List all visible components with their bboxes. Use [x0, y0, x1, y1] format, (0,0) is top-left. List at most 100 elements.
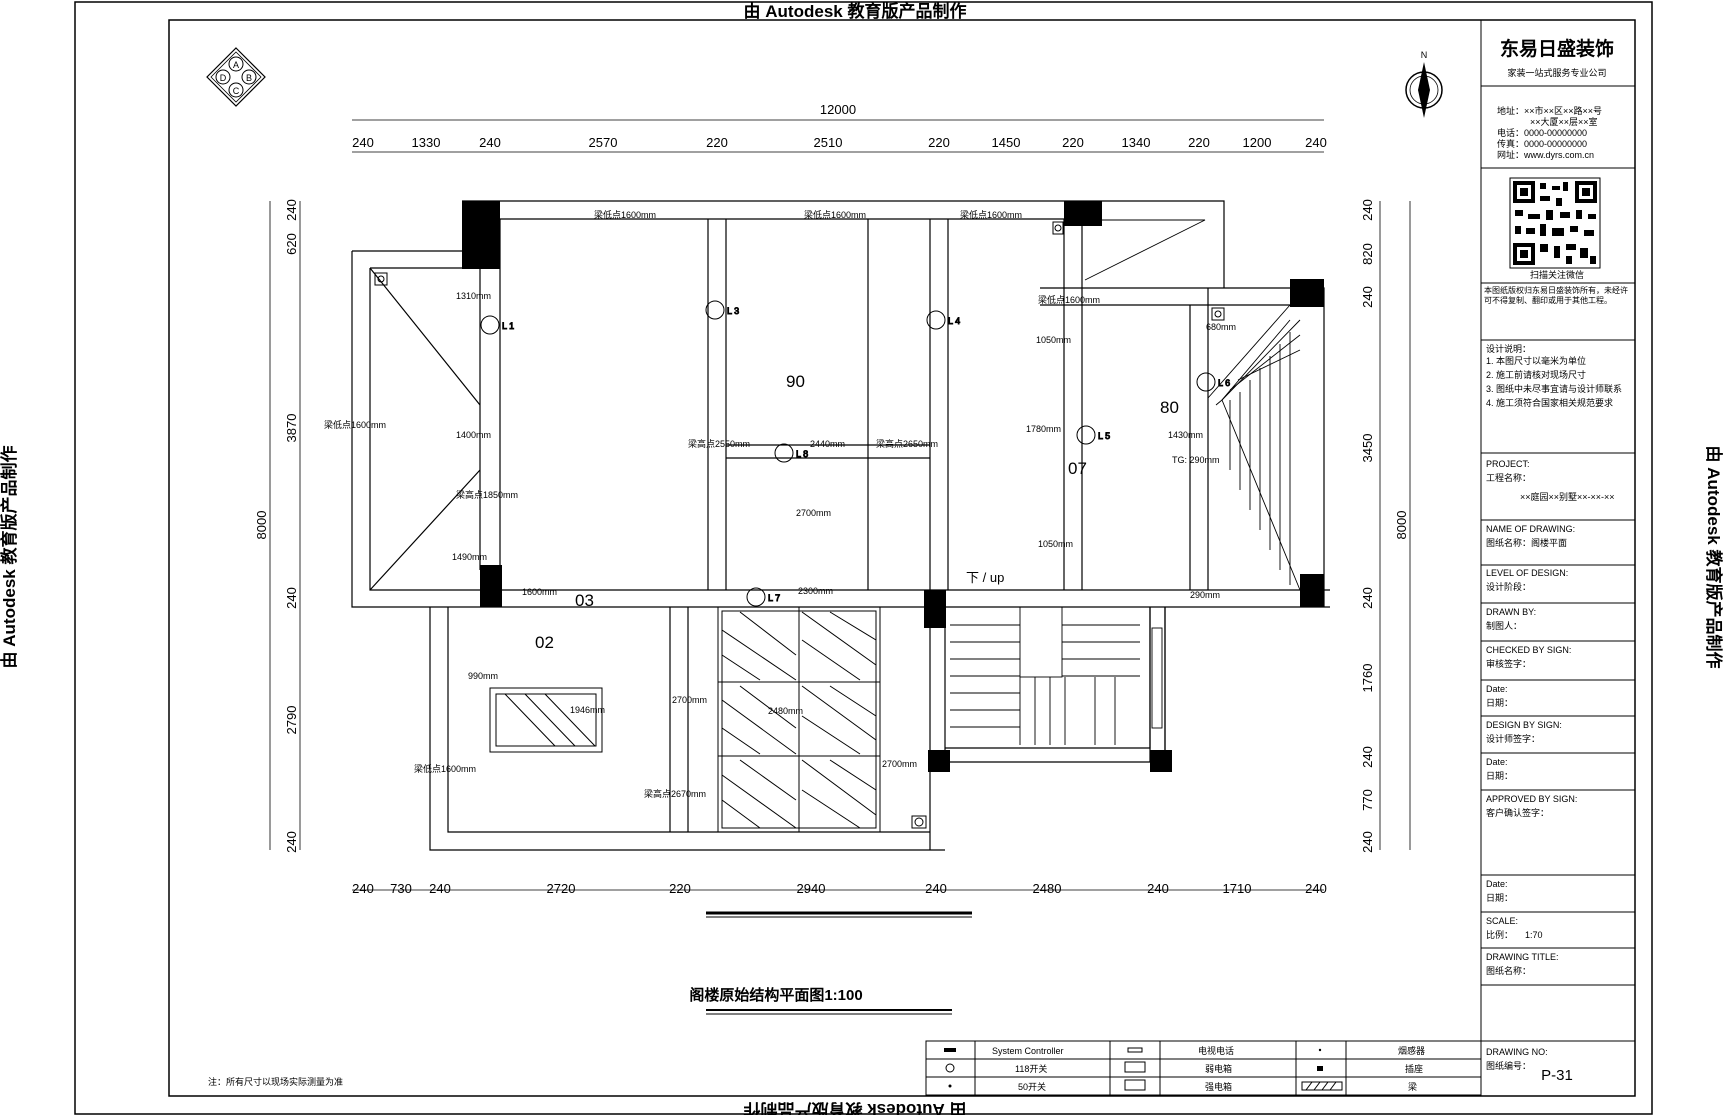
svg-text:设计说明：: 设计说明： [1486, 343, 1531, 354]
svg-text:4. 施工须符合国家相关规范要求: 4. 施工须符合国家相关规范要求 [1486, 397, 1613, 408]
svg-text:梁低点1600mm: 梁低点1600mm [804, 209, 866, 220]
svg-text:图纸名称：: 图纸名称： [1486, 965, 1531, 976]
svg-text:客户确认签字：: 客户确认签字： [1486, 807, 1549, 818]
svg-text:240: 240 [1360, 587, 1375, 609]
svg-text:CHECKED BY SIGN:: CHECKED BY SIGN: [1486, 645, 1571, 655]
svg-text:L 3: L 3 [727, 306, 739, 316]
svg-text:1050mm: 1050mm [1036, 335, 1071, 345]
svg-text:地址：××市××区××路××号: 地址：××市××区××路××号 [1497, 105, 1602, 116]
svg-text:L 5: L 5 [1098, 431, 1110, 441]
outer-border [74, 1, 1653, 1115]
svg-text:1450: 1450 [992, 135, 1021, 150]
svg-text:1600mm: 1600mm [522, 587, 557, 597]
svg-text:烟感器: 烟感器 [1398, 1045, 1425, 1056]
svg-text:2480: 2480 [1033, 881, 1062, 896]
svg-text:1780mm: 1780mm [1026, 424, 1061, 434]
svg-text:梁高点1850mm: 梁高点1850mm [456, 489, 518, 500]
watermark-left: 由 Autodesk 教育版产品制作 [0, 446, 19, 669]
watermark-top: 由 Autodesk 教育版产品制作 [744, 1, 967, 21]
svg-text:A: A [233, 60, 239, 70]
svg-text:1760: 1760 [1360, 664, 1375, 693]
copyright-note: 本图纸版权归东易日盛装饰所有，未经许可不得复制、翻印或用于其他工程。 [1484, 286, 1628, 305]
svg-text:梁低点1600mm: 梁低点1600mm [594, 209, 656, 220]
svg-text:240: 240 [1360, 831, 1375, 853]
svg-text:梁低点1600mm: 梁低点1600mm [414, 763, 476, 774]
svg-text:电话：0000-00000000: 电话：0000-00000000 [1497, 127, 1587, 138]
svg-text:118开关: 118开关 [1015, 1063, 1047, 1074]
svg-text:240: 240 [925, 881, 947, 896]
svg-text:System Controller: System Controller [992, 1046, 1064, 1056]
staircase [950, 606, 1163, 745]
light-fixtures: L 1 L 3 L 4 L 5 L 6 L 8 L 7 [480, 300, 1231, 607]
svg-text:L 8: L 8 [796, 449, 808, 459]
bottom-dimensions: 240 730 240 2720 220 2940 240 2480 240 1… [352, 881, 1327, 896]
svg-text:240: 240 [352, 135, 374, 150]
svg-text:220: 220 [669, 881, 691, 896]
left-dimensions: 240 620 3870 240 2790 240 8000 [254, 199, 299, 853]
svg-text:1050mm: 1050mm [1038, 539, 1073, 549]
svg-text:1400mm: 1400mm [456, 430, 491, 440]
svg-text:1330: 1330 [412, 135, 441, 150]
svg-text:网址：www.dyrs.com.cn: 网址：www.dyrs.com.cn [1497, 149, 1594, 160]
svg-text:990mm: 990mm [468, 671, 498, 681]
svg-text:L 1: L 1 [502, 321, 514, 331]
svg-text:03: 03 [575, 591, 594, 610]
svg-text:下 / up: 下 / up [966, 570, 1004, 585]
svg-text:730: 730 [390, 881, 412, 896]
title-block-fields: PROJECT: 工程名称： ××庭园××别墅××-××-×× NAME OF … [1486, 459, 1615, 1071]
svg-text:07: 07 [1068, 459, 1087, 478]
svg-text:L 7: L 7 [768, 593, 780, 603]
svg-text:日期：: 日期： [1486, 893, 1513, 903]
window-hatch [489, 606, 881, 833]
sloped-stair [1084, 219, 1301, 591]
svg-text:1946mm: 1946mm [570, 705, 605, 715]
right-dimensions: 240 820 240 3450 240 1760 240 770 240 80… [1360, 199, 1409, 853]
svg-text:240: 240 [284, 587, 299, 609]
svg-text:L 4: L 4 [948, 316, 960, 326]
svg-text:1200: 1200 [1243, 135, 1272, 150]
svg-text:240: 240 [479, 135, 501, 150]
svg-text:240: 240 [284, 199, 299, 221]
svg-text:1340: 1340 [1122, 135, 1151, 150]
legend-labels: System Controller 118开关 50开关 电视电话 弱电箱 强电… [992, 1045, 1425, 1092]
svg-text:220: 220 [1188, 135, 1210, 150]
svg-text:Date:: Date: [1486, 879, 1508, 889]
north-arrow-icon: N [1405, 50, 1443, 118]
svg-text:DRAWING TITLE:: DRAWING TITLE: [1486, 952, 1559, 962]
svg-text:Date:: Date: [1486, 757, 1508, 767]
svg-text:设计师签字：: 设计师签字： [1486, 733, 1540, 744]
svg-text:240: 240 [429, 881, 451, 896]
svg-text:240: 240 [1360, 746, 1375, 768]
svg-text:梁高点2670mm: 梁高点2670mm [644, 788, 706, 799]
svg-text:2570: 2570 [589, 135, 618, 150]
svg-text:DRAWING NO:: DRAWING NO: [1486, 1047, 1548, 1057]
svg-text:审核签字：: 审核签字： [1486, 658, 1531, 669]
inner-border [168, 19, 1636, 1097]
svg-text:2510: 2510 [814, 135, 843, 150]
svg-text:LEVEL OF DESIGN:: LEVEL OF DESIGN: [1486, 568, 1568, 578]
svg-text:240: 240 [352, 881, 374, 896]
qr-caption: 扫描关注微信 [1530, 269, 1584, 280]
svg-text:240: 240 [1360, 286, 1375, 308]
svg-text:240: 240 [1305, 135, 1327, 150]
svg-text:C: C [233, 86, 240, 96]
svg-text:2480mm: 2480mm [768, 706, 803, 716]
svg-text:240: 240 [1360, 199, 1375, 221]
svg-text:梁低点1600mm: 梁低点1600mm [960, 209, 1022, 220]
svg-text:50开关: 50开关 [1018, 1081, 1046, 1092]
abcd-compass-icon: A B C D [206, 47, 266, 107]
svg-text:梁高点2650mm: 梁高点2650mm [876, 438, 938, 449]
svg-text:220: 220 [928, 135, 950, 150]
svg-text:240: 240 [1147, 881, 1169, 896]
svg-text:240: 240 [1305, 881, 1327, 896]
svg-text:1430mm: 1430mm [1168, 430, 1203, 440]
svg-text:1490mm: 1490mm [452, 552, 487, 562]
room-labels: 90 80 07 03 02 [535, 372, 1179, 652]
page-number: P-31 [1541, 1067, 1573, 1084]
watermark-right: 由 Autodesk 教育版产品制作 [1704, 446, 1723, 669]
svg-text:220: 220 [706, 135, 728, 150]
svg-text:DRAWN BY:: DRAWN BY: [1486, 607, 1536, 617]
plan-walls [351, 200, 1330, 851]
watermark-bottom: 由 Autodesk 教育版产品制作 [744, 1100, 967, 1115]
